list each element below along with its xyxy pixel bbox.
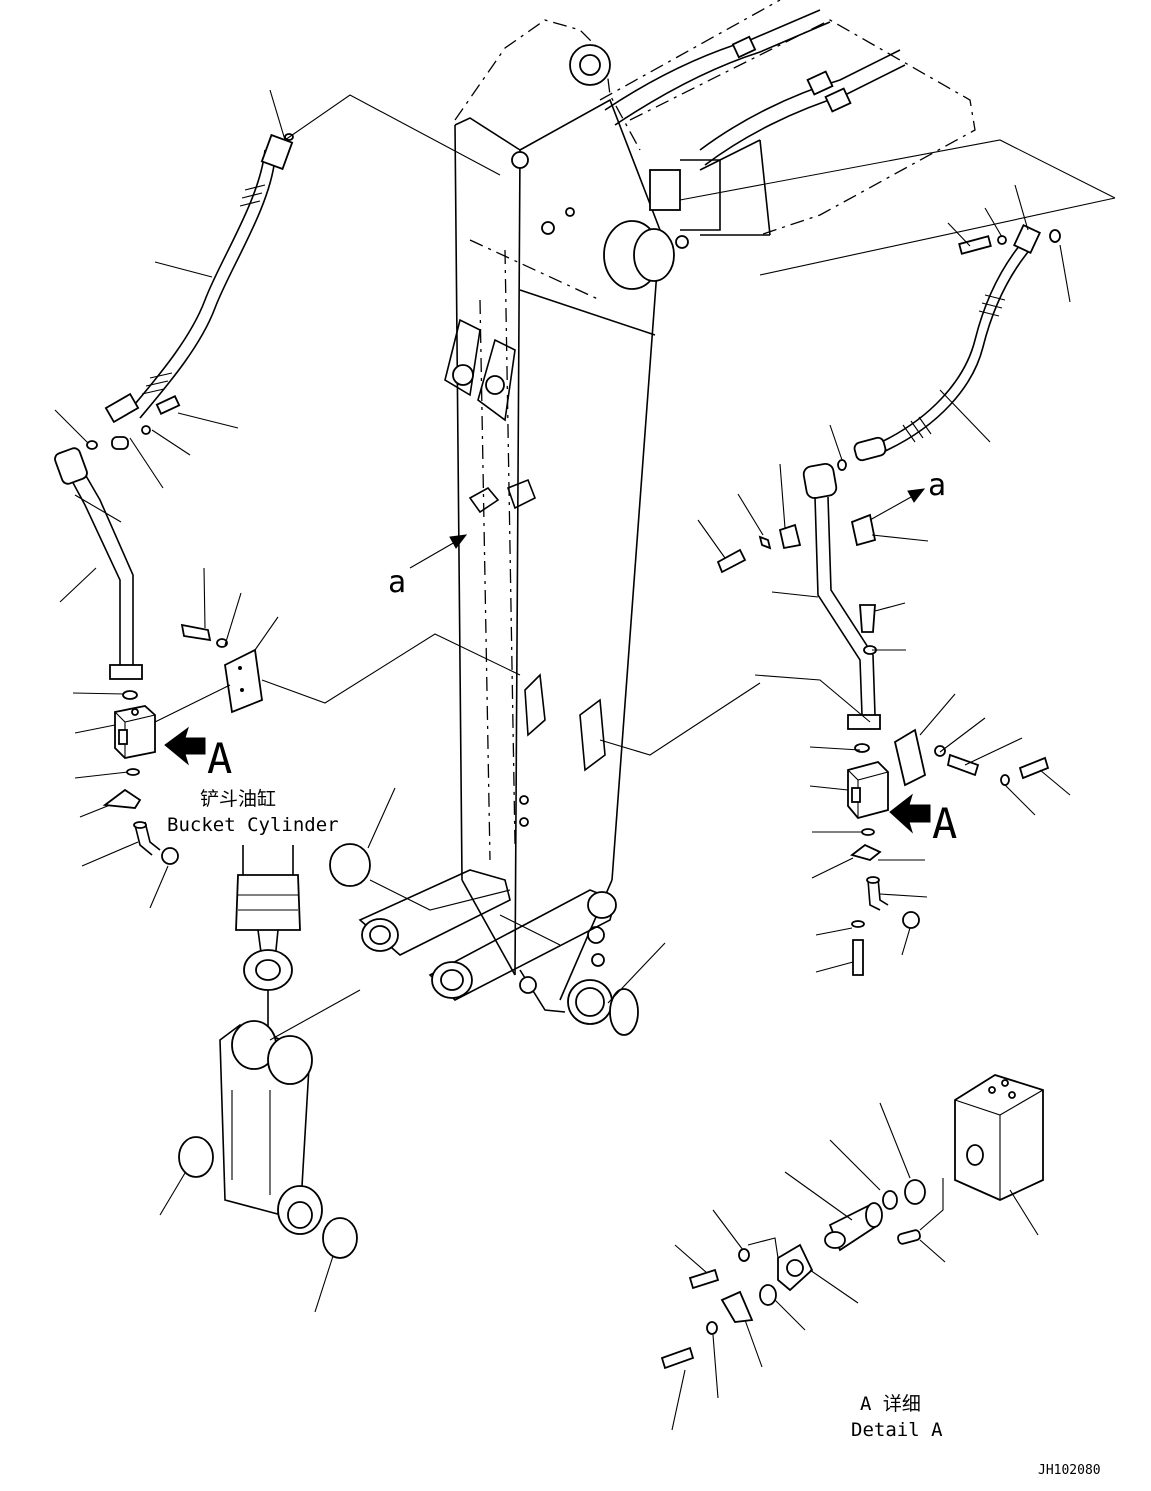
left-steel-pipe [54,447,143,700]
detail-arrow-label-left: A [207,734,232,783]
right-hose-assembly [837,224,1061,471]
left-bracket-group [180,623,263,714]
bucket-cylinder-label-en: Bucket Cylinder [167,814,339,836]
leader-lines [54,89,1116,1431]
view-arrow-right [869,488,926,521]
bucket-linkage [329,843,639,1036]
detail-arrow-label-right: A [932,799,957,848]
bucket-cylinder-label-cn: 铲斗油缸 [200,788,276,810]
detail-a-assembly [660,1074,1044,1370]
arm-link [178,1020,358,1259]
left-valve-block [102,705,206,865]
view-arrow-label-left: a [388,565,406,600]
right-bracket-group [859,604,1050,787]
arm-body [444,19,689,1025]
detail-a-label-cn: A 详细 [860,1393,921,1415]
right-steel-pipe [716,463,881,753]
drawing-number: JH102080 [1038,1463,1101,1478]
left-hose-assembly [86,133,294,450]
bucket-cylinder [235,845,301,1030]
view-arrow-left [409,534,468,569]
right-valve-block [847,760,931,976]
boom-section [599,0,976,236]
detail-a-label-en: Detail A [851,1419,943,1441]
view-arrow-label-right: a [928,468,946,503]
